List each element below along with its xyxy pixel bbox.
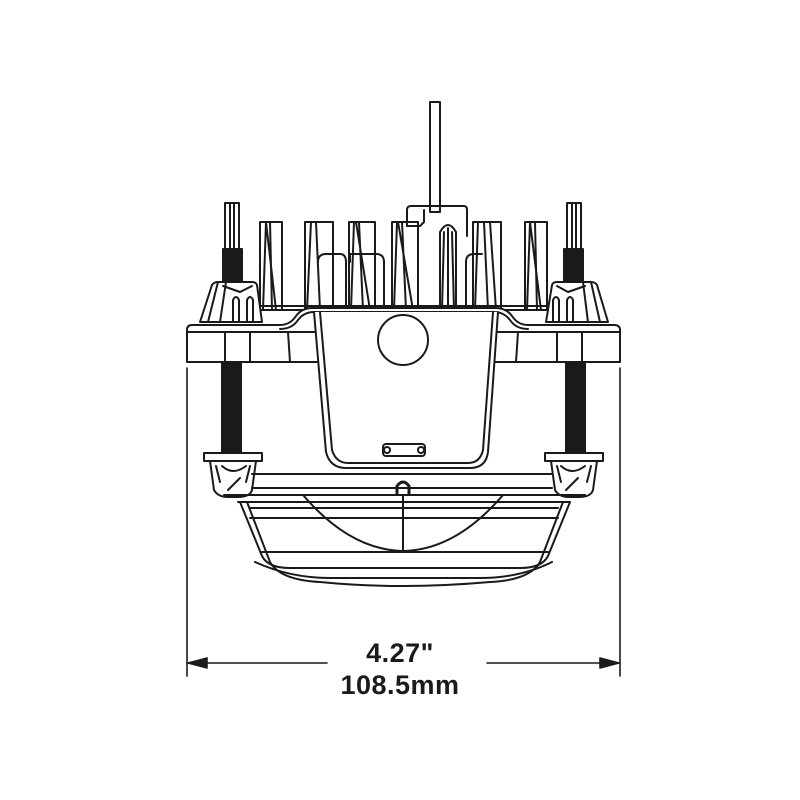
dimension-extension-lines [186, 367, 621, 677]
heatsink-fins [257, 221, 549, 311]
dimension-line [186, 657, 621, 669]
right-mount-nut [545, 281, 609, 323]
lens-assembly [223, 473, 586, 587]
right-bracket-clip [544, 452, 604, 498]
dimension-label-metric: 108.5mm [340, 670, 460, 700]
center-post [406, 101, 468, 237]
left-bracket-clip [203, 452, 263, 498]
dimension-label-imperial: 4.27" [366, 638, 434, 668]
rear-housing-cup [313, 311, 499, 469]
left-mount-nut [199, 281, 263, 323]
